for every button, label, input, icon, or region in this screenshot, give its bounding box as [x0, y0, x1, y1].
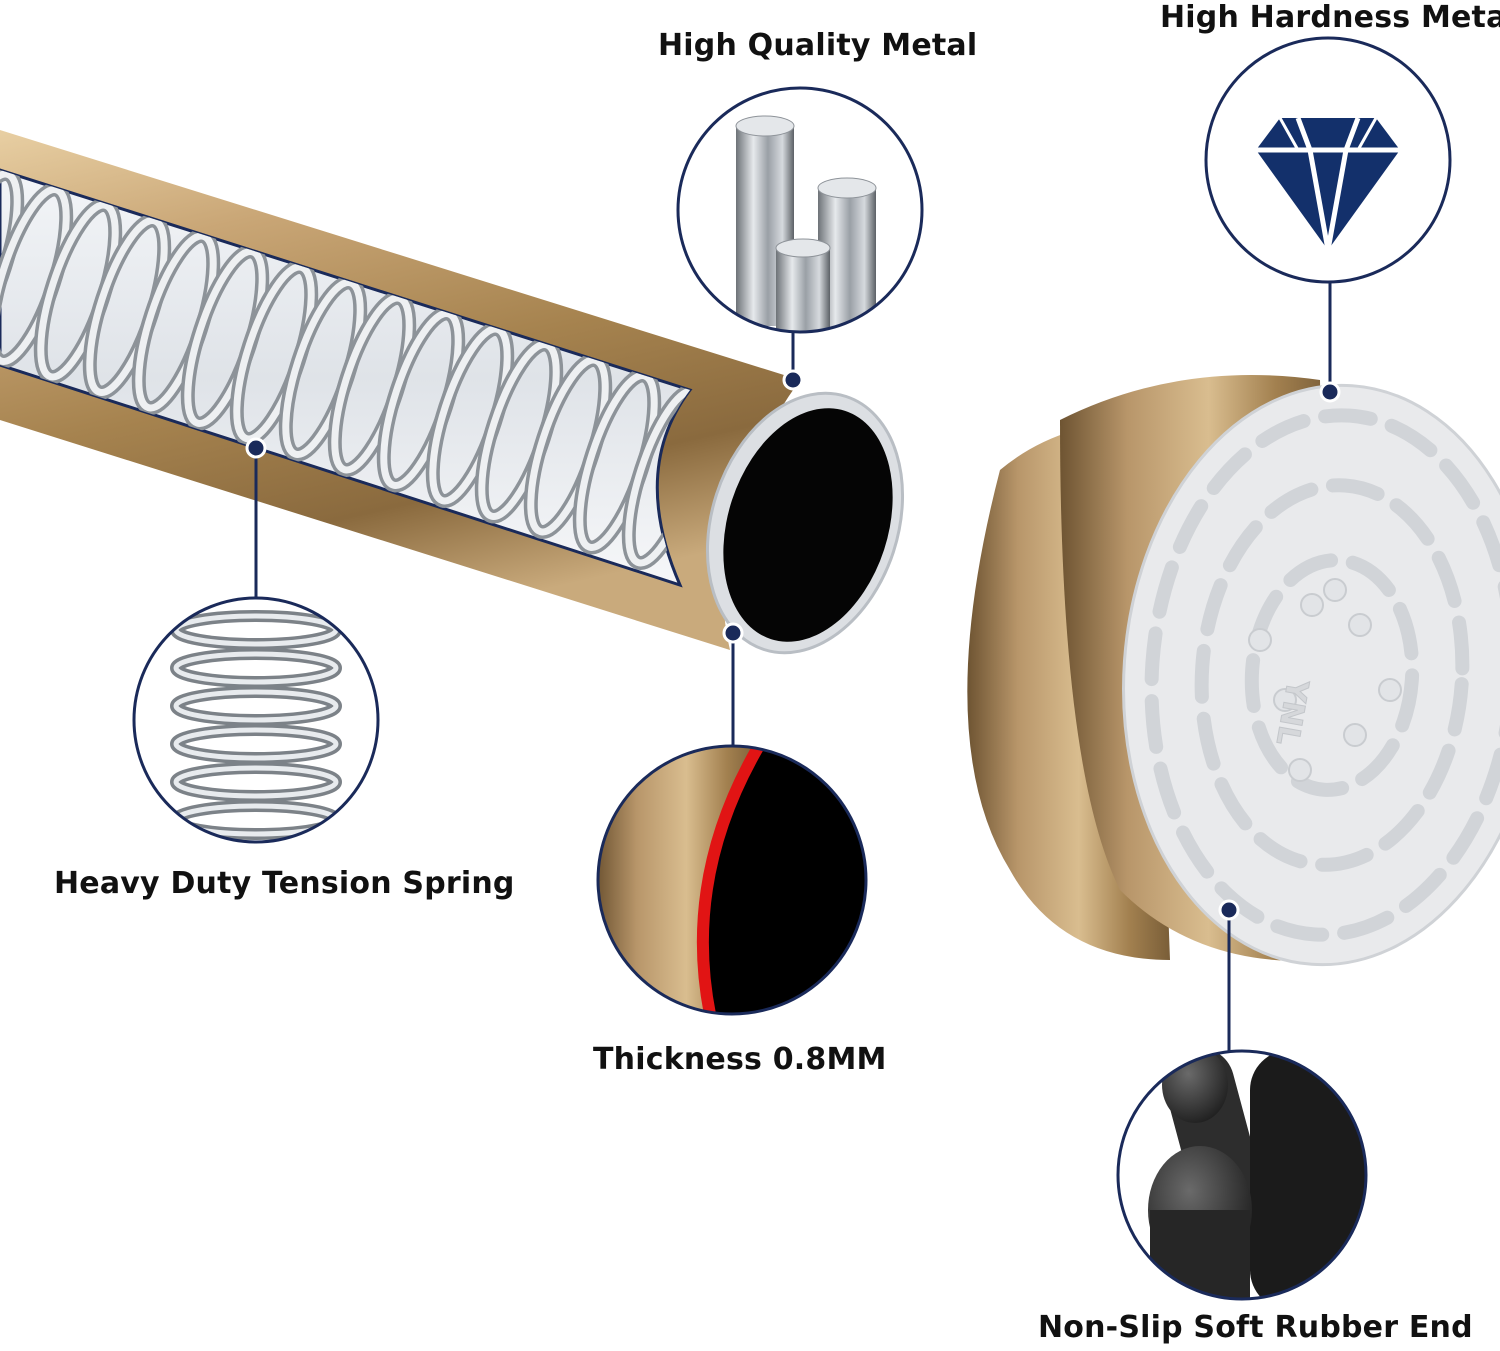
label-high-quality-metal: High Quality Metal: [658, 28, 978, 63]
label-high-hardness-metal: High Hardness Metal: [1160, 0, 1500, 35]
callout-leader-lines: [245, 282, 1341, 1051]
tension-rod-tube: [0, 130, 905, 655]
cap-tread-pattern: [1144, 408, 1500, 942]
label-thickness: Thickness 0.8MM: [593, 1042, 887, 1077]
rubber-end-cap: YNL: [967, 375, 1500, 967]
label-tension-spring: Heavy Duty Tension Spring: [54, 866, 515, 901]
diamond-icon: [1204, 36, 1452, 284]
rubber-material-icon: [1116, 1049, 1368, 1301]
metal-rods-icon: [676, 86, 924, 334]
tube-wall-section-icon: [596, 744, 868, 1016]
label-rubber-end: Non-Slip Soft Rubber End: [1038, 1310, 1473, 1345]
inner-spring-coils: [0, 170, 690, 570]
spring-icon: [132, 596, 380, 844]
cap-face: [1122, 383, 1500, 967]
tube-opening-interior: [723, 408, 893, 642]
